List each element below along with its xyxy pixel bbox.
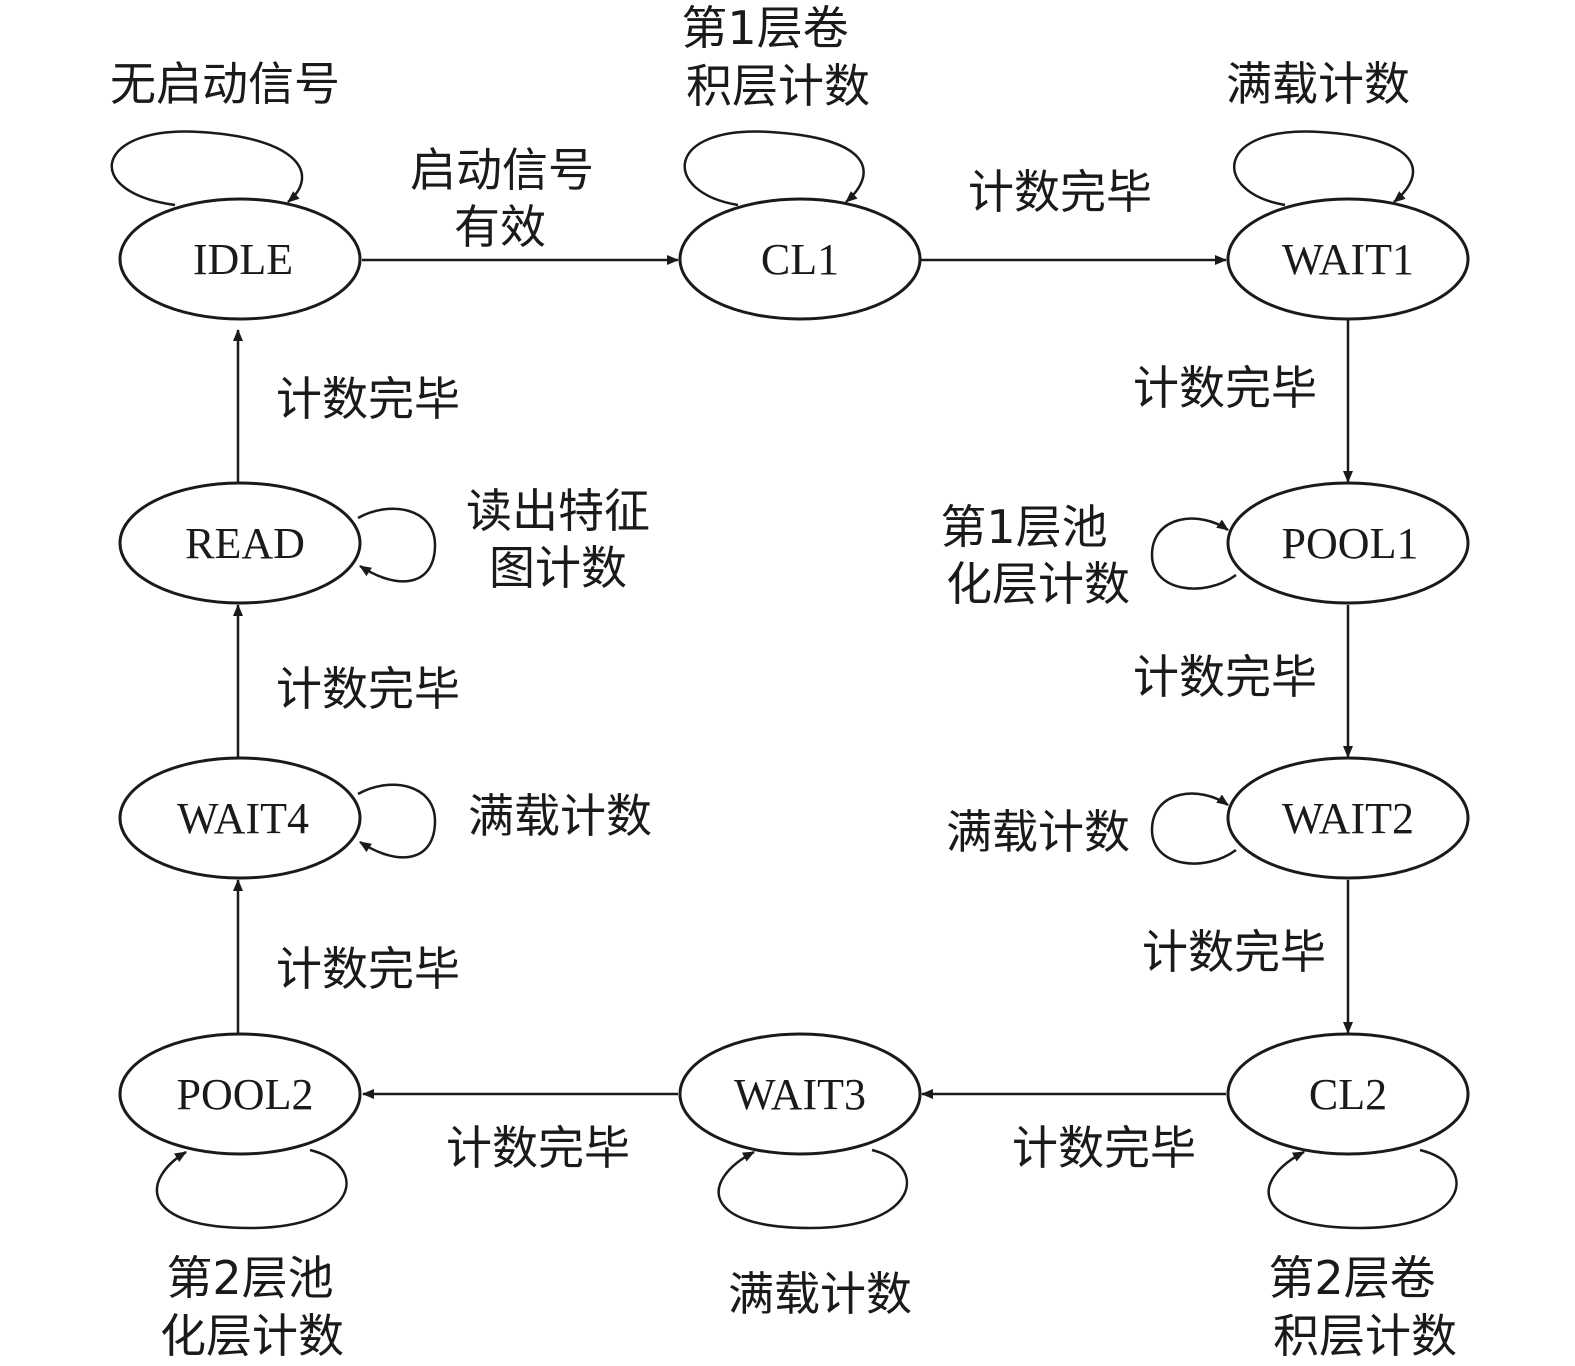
loop-cl1	[683, 130, 865, 207]
loop-label-cl1-line1: 第1层卷	[681, 1, 848, 55]
loop-pool2	[155, 1148, 348, 1230]
state-cl2: CL2	[1226, 1032, 1470, 1156]
label-wait4-to-read: 计数完毕	[276, 662, 460, 716]
state-read: READ	[118, 481, 362, 605]
loop-pool1	[1150, 517, 1237, 590]
loop-label-pool2-line1: 第2层池	[166, 1251, 333, 1305]
state-wait4: WAIT4	[118, 756, 362, 880]
loop-read	[357, 507, 437, 583]
state-wait2-label: WAIT2	[1282, 794, 1414, 843]
state-pool2-label: POOL2	[177, 1070, 314, 1119]
loop-label-read-line1: 读出特征	[466, 484, 650, 538]
state-cl1-label: CL1	[761, 235, 839, 284]
loop-label-wait4: 满载计数	[468, 789, 652, 843]
label-cl2-to-wait3: 计数完毕	[1012, 1121, 1196, 1175]
loop-label-pool1-line2: 化层计数	[946, 557, 1130, 611]
state-idle: IDLE	[118, 197, 362, 321]
loop-label-cl2-line1: 第2层卷	[1268, 1251, 1435, 1305]
state-wait1-label: WAIT1	[1282, 235, 1414, 284]
state-cl2-label: CL2	[1309, 1070, 1387, 1119]
state-wait3: WAIT3	[678, 1032, 922, 1156]
state-wait2: WAIT2	[1226, 756, 1470, 880]
state-pool1-label: POOL1	[1282, 519, 1419, 568]
label-wait1-to-pool1: 计数完毕	[1133, 361, 1317, 415]
loop-wait1	[1232, 130, 1415, 207]
state-idle-label: IDLE	[193, 235, 293, 284]
loop-idle	[110, 130, 304, 207]
label-read-to-idle: 计数完毕	[276, 372, 460, 426]
state-wait4-label: WAIT4	[177, 794, 309, 843]
loop-cl2	[1267, 1148, 1458, 1230]
label-pool1-to-wait2: 计数完毕	[1133, 650, 1317, 704]
loop-label-cl2-line2: 积层计数	[1273, 1309, 1457, 1363]
loop-label-wait3: 满载计数	[728, 1267, 912, 1321]
label-pool2-to-wait4: 计数完毕	[276, 942, 460, 996]
loop-label-idle: 无启动信号	[110, 57, 340, 111]
loop-label-pool2-line2: 化层计数	[160, 1309, 344, 1363]
label-idle-to-cl1-line2: 有效	[454, 200, 546, 254]
loop-label-read-line2: 图计数	[489, 541, 627, 595]
loop-label-pool1-line1: 第1层池	[940, 500, 1107, 554]
state-cl1: CL1	[678, 197, 922, 321]
loop-label-wait2: 满载计数	[946, 805, 1130, 859]
state-wait1: WAIT1	[1226, 197, 1470, 321]
label-wait3-to-pool2: 计数完毕	[446, 1121, 630, 1175]
state-read-label: READ	[185, 519, 305, 568]
label-cl1-to-wait1: 计数完毕	[968, 165, 1152, 219]
loop-wait4	[357, 783, 437, 859]
loop-wait2	[1150, 792, 1237, 865]
state-pool1: POOL1	[1226, 481, 1470, 605]
label-wait2-to-cl2: 计数完毕	[1142, 925, 1326, 979]
loop-label-wait1: 满载计数	[1226, 57, 1410, 111]
loop-wait3	[717, 1148, 909, 1230]
state-pool2: POOL2	[118, 1032, 362, 1156]
state-wait3-label: WAIT3	[734, 1070, 866, 1119]
loop-label-cl1-line2: 积层计数	[686, 59, 870, 113]
label-idle-to-cl1-line1: 启动信号	[410, 143, 594, 197]
